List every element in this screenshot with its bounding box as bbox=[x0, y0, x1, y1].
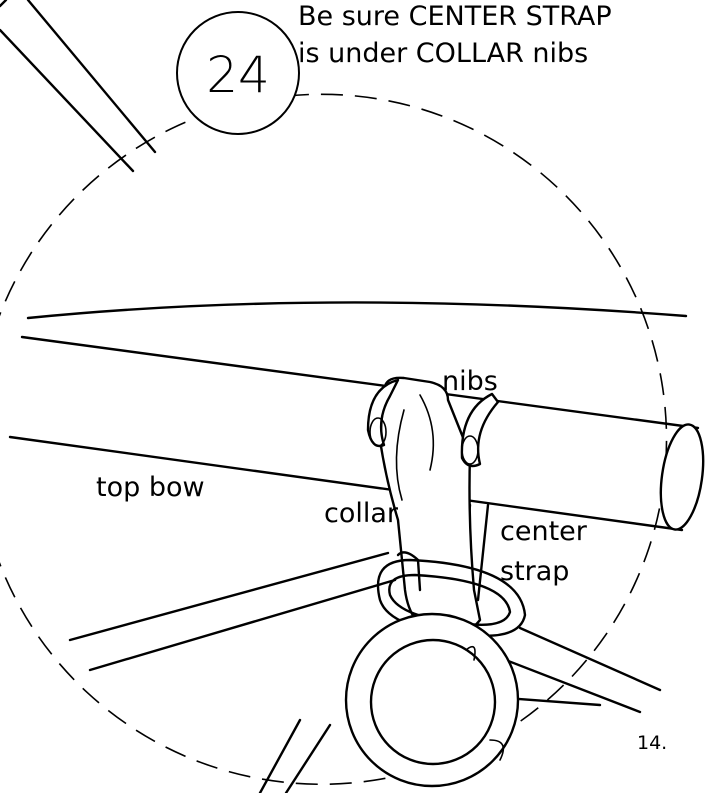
step-number: 24 bbox=[206, 46, 270, 104]
background-bow bbox=[26, 301, 688, 320]
page-number: 14. bbox=[637, 732, 667, 754]
collar bbox=[366, 376, 500, 638]
label-nibs: nibs bbox=[442, 366, 498, 397]
detail-circle bbox=[0, 93, 668, 786]
instruction-line-2: is under COLLAR nibs bbox=[298, 38, 588, 69]
label-collar: collar bbox=[324, 498, 399, 529]
pole bbox=[0, 0, 157, 173]
step-badge: 24 bbox=[176, 11, 300, 135]
label-top-bow: top bow bbox=[96, 472, 205, 503]
top-bow bbox=[8, 335, 705, 532]
label-center-strap-2: strap bbox=[500, 556, 569, 587]
label-center-strap-1: center bbox=[500, 516, 588, 547]
step-badge-circle bbox=[176, 11, 300, 135]
ring bbox=[344, 612, 520, 788]
instruction-line-1: Be sure CENTER STRAP bbox=[298, 1, 612, 32]
